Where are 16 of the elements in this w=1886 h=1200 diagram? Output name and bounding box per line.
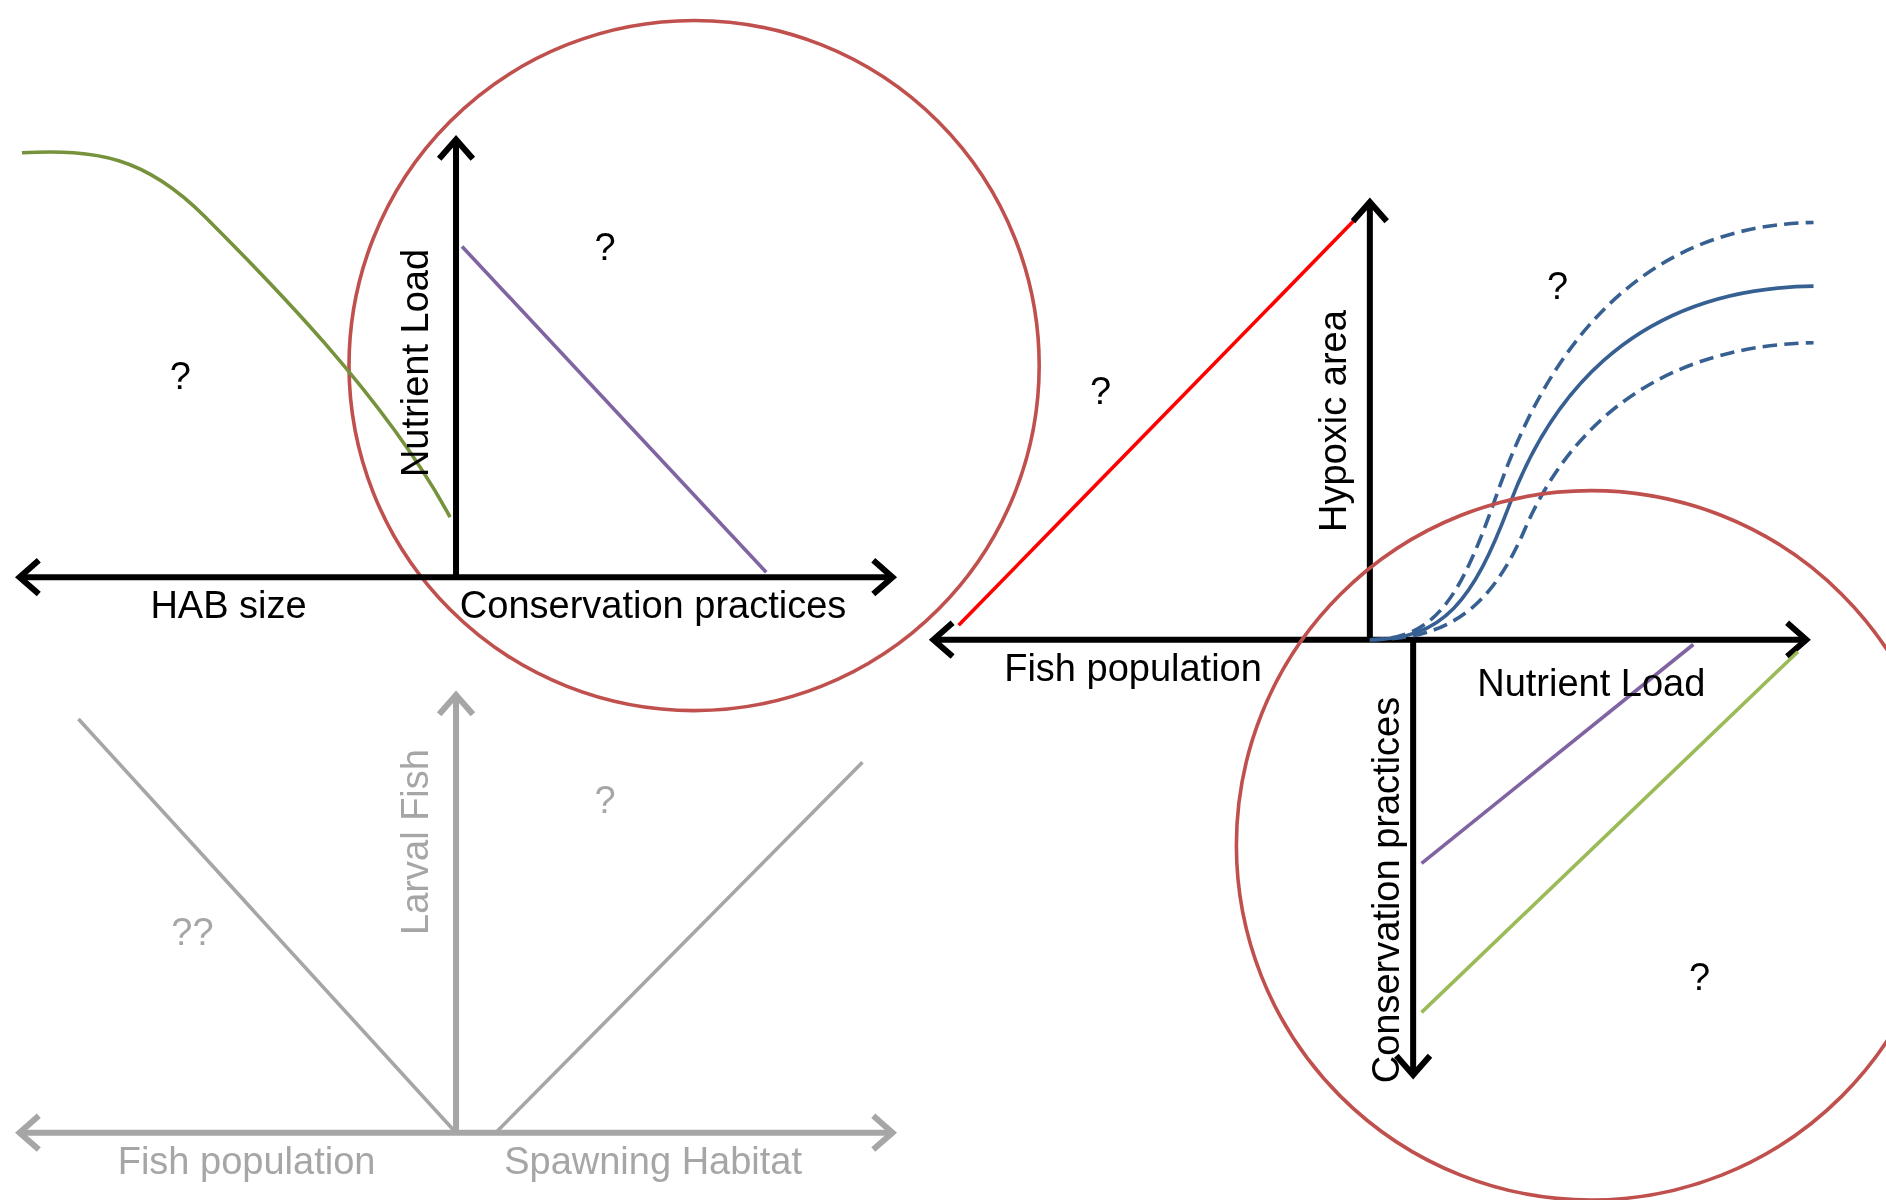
axis-label: ?	[594, 780, 616, 819]
axis-label: HAB size	[150, 586, 307, 624]
axis-label: Nutrient Load	[395, 249, 434, 478]
axis-label: ??	[171, 913, 214, 952]
axis-label: ?	[594, 227, 616, 266]
axis-label: Conservation practices	[1366, 696, 1405, 1084]
axis-label: Fish population	[1004, 648, 1262, 687]
axis-label: ?	[169, 357, 191, 396]
axis-label: ?	[1689, 957, 1711, 996]
axis-label: ?	[1090, 371, 1112, 410]
axis-label: Larval Fish	[395, 749, 434, 935]
axis-label: Spawning Habitat	[504, 1141, 803, 1180]
axis-label: Conservation practices	[459, 586, 847, 624]
axis-label: Fish population	[117, 1141, 376, 1180]
axis-label: Hypoxic area	[1313, 310, 1352, 532]
axis-label: ?	[1547, 267, 1569, 306]
